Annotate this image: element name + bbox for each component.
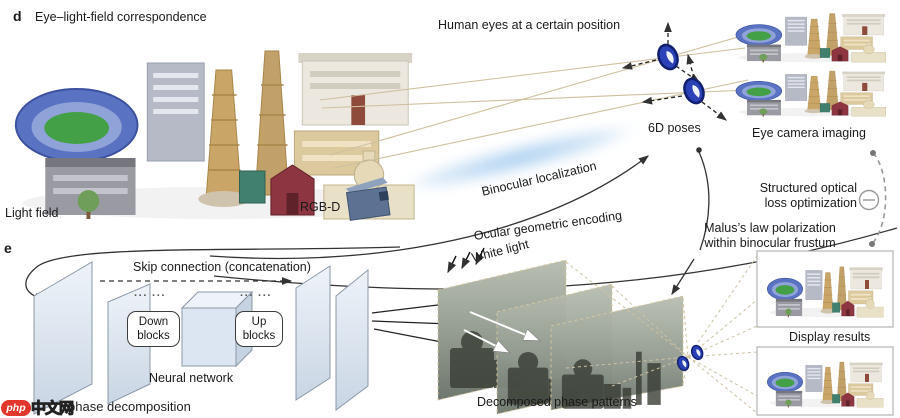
phase-silhouette-3 [561, 351, 661, 409]
six-d-poses-label: 6D poses [648, 121, 701, 135]
dots-left: ··· ··· [134, 290, 167, 302]
process-curves [209, 151, 898, 296]
eye-icon-display-right [689, 343, 706, 362]
watermark-php-logo: php [1, 400, 31, 416]
nn-plane-3 [295, 265, 331, 401]
down-blocks-line1: Down [138, 316, 169, 328]
human-eyes-label: Human eyes at a certain position [438, 18, 621, 32]
skip-connection-label: Skip connection (concatenation) [133, 260, 311, 274]
loss-line2: loss optimization [764, 196, 857, 210]
up-blocks-box: Up blocks [235, 311, 283, 347]
decomposed-patterns-label: Decomposed phase patterns [477, 395, 637, 409]
panel-e-caption: phase decomposition [68, 399, 191, 414]
frustum-dashed-lines [565, 255, 758, 414]
loss-optimization-label: Structured optical loss optimization [735, 181, 857, 211]
pose-to-malus-curve [698, 151, 710, 251]
nn-plane-4 [335, 268, 369, 411]
neural-network-label: Neural network [149, 371, 234, 385]
up-blocks-line1: Up [251, 316, 267, 328]
dots-right: ··· ··· [240, 290, 273, 302]
nn-layer-planes [33, 261, 369, 415]
display-result-boxes [756, 250, 894, 416]
loss-line1: Structured optical [759, 181, 857, 195]
eye-camera-label: Eye camera imaging [752, 126, 866, 140]
watermark-text: 中文网 [30, 400, 74, 418]
display-results-label: Display results [789, 330, 871, 344]
panel-d-label: d [13, 8, 22, 24]
light-beam-streak [391, 122, 649, 194]
eye-camera-image-bottom [735, 70, 887, 117]
light-field-label: Light field [5, 206, 59, 220]
pose-axes [621, 21, 728, 121]
pose-curve-dot [696, 147, 702, 153]
loss-feedback-loop [858, 150, 887, 247]
panel-e-label: e [4, 240, 12, 256]
rgbd-label: RGB-D [300, 200, 341, 214]
ocular-encoding-curve [213, 227, 898, 290]
eye-icon-right [679, 74, 709, 108]
malus-line2: within binocular frustum [704, 236, 836, 250]
malus-line1: Malus’s law polarization [704, 221, 836, 235]
down-blocks-box: Down blocks [127, 311, 180, 347]
malus-label: Malus’s law polarization within binocula… [700, 221, 840, 251]
down-blocks-line2: blocks [137, 330, 170, 343]
nn-plane-1 [33, 261, 93, 415]
lightfield-input-arrow [25, 246, 401, 301]
panel-d-title: Eye–light-field correspondence [35, 10, 207, 24]
phase-pattern-planes [437, 259, 684, 415]
up-blocks-line2: blocks [242, 330, 276, 343]
white-light-arrows [447, 247, 485, 274]
nn-bottleneck-cube [180, 290, 254, 368]
eye-camera-image-top [735, 13, 887, 63]
binocular-localization-arrow [209, 155, 650, 260]
rgbd-camera-icon [345, 177, 391, 221]
malus-to-eyes-arrow [671, 258, 695, 296]
